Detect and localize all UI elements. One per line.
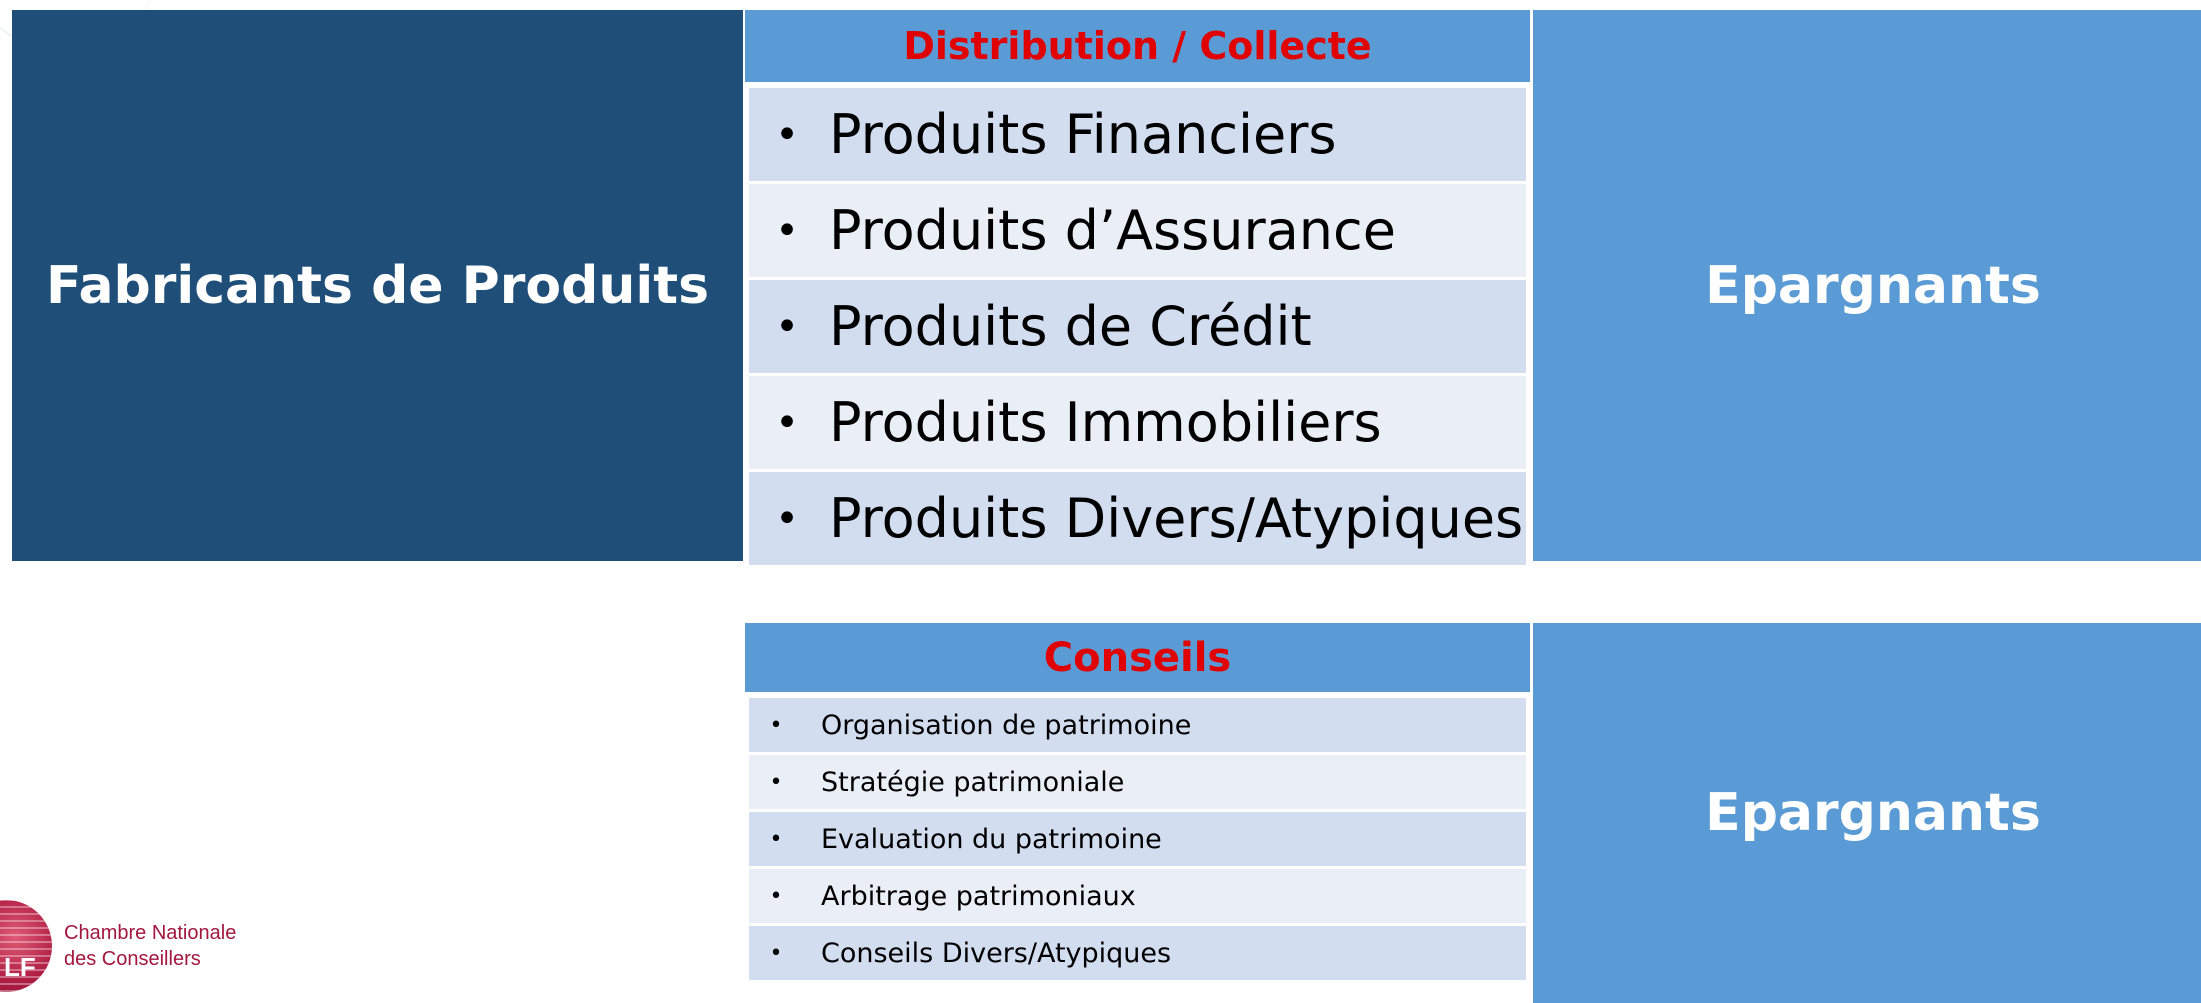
logo: LF Chambre Nationale des Conseillers <box>0 900 260 992</box>
distribution-item-label: Produits Financiers <box>829 103 1337 166</box>
epargnants-label: Epargnants <box>1705 255 2041 316</box>
fabricants-label: Fabricants de Produits <box>45 255 710 316</box>
conseils-item: • Evaluation du patrimoine <box>745 812 1530 869</box>
conseils-item-label: Arbitrage patrimoniaux <box>821 880 1136 912</box>
distribution-item-label: Produits d’Assurance <box>829 199 1396 262</box>
distribution-item: • Produits de Crédit <box>745 280 1530 376</box>
epargnants-box-top: Epargnants <box>1533 10 2201 561</box>
bullet: • <box>775 495 799 542</box>
logo-mark: LF <box>4 952 36 982</box>
distribution-item-label: Produits de Crédit <box>829 295 1312 358</box>
fabricants-box: Fabricants de Produits <box>12 10 743 561</box>
bullet: • <box>769 883 783 909</box>
conseils-item-label: Evaluation du patrimoine <box>821 823 1162 855</box>
conseils-item-label: Conseils Divers/Atypiques <box>821 937 1172 969</box>
conseils-item: • Arbitrage patrimoniaux <box>745 869 1530 926</box>
distribution-item: • Produits d’Assurance <box>745 184 1530 280</box>
bullet: • <box>769 940 783 966</box>
distribution-title: Distribution / Collecte <box>745 10 1530 88</box>
bullet: • <box>775 399 799 446</box>
epargnants-box-bottom: Epargnants <box>1533 623 2201 1003</box>
distribution-table: Distribution / Collecte • Produits Finan… <box>745 10 1530 568</box>
conseils-title: Conseils <box>745 623 1530 698</box>
distribution-item: • Produits Immobiliers <box>745 376 1530 472</box>
distribution-item-label: Produits Immobiliers <box>829 391 1382 454</box>
conseils-item: • Stratégie patrimoniale <box>745 755 1530 812</box>
logo-line: des Conseillers <box>64 948 201 970</box>
bullet: • <box>775 303 799 350</box>
distribution-item: • Produits Divers/Atypiques <box>745 472 1530 568</box>
bullet: • <box>769 769 783 795</box>
conseils-item-label: Organisation de patrimoine <box>821 709 1192 741</box>
conseils-item: • Organisation de patrimoine <box>745 698 1530 755</box>
conseils-item-label: Stratégie patrimoniale <box>821 766 1125 798</box>
logo-text: Chambre Nationale des Conseillers <box>64 920 236 972</box>
distribution-item: • Produits Financiers <box>745 88 1530 184</box>
logo-line: Chambre Nationale <box>64 922 237 944</box>
conseils-item: • Conseils Divers/Atypiques <box>745 926 1530 983</box>
bullet: • <box>769 712 783 738</box>
bullet: • <box>775 111 799 158</box>
bullet: • <box>769 826 783 852</box>
distribution-item-label: Produits Divers/Atypiques <box>829 487 1524 550</box>
bullet: • <box>775 207 799 254</box>
conseils-table: Conseils • Organisation de patrimoine • … <box>745 623 1530 983</box>
epargnants-label: Epargnants <box>1705 783 2041 843</box>
